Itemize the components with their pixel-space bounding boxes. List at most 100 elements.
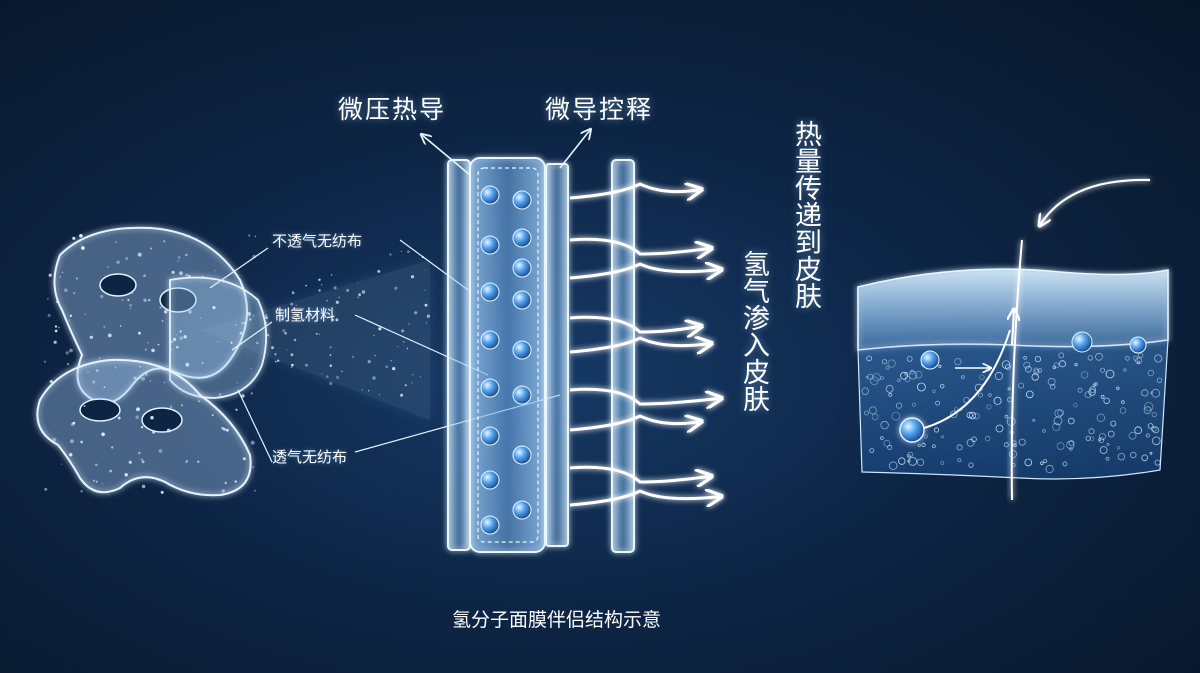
mask-sparkle xyxy=(114,367,117,369)
skin-micro-bubble xyxy=(1145,433,1150,438)
skin-micro-bubble xyxy=(968,411,977,420)
spray-particle xyxy=(397,346,399,348)
skin-micro-bubble xyxy=(911,402,917,407)
spray-particle xyxy=(284,332,288,335)
hydrogen-bubble xyxy=(480,330,500,350)
flow-arrow xyxy=(569,237,710,254)
spray-particle xyxy=(290,302,294,306)
mask-sparkle xyxy=(248,234,251,237)
spray-particle xyxy=(378,327,382,331)
mask-sparkle xyxy=(48,273,52,277)
mask-sparkle xyxy=(55,300,59,304)
skin-micro-bubble xyxy=(891,411,901,421)
skin-micro-bubble xyxy=(940,461,945,465)
skin-micro-bubble xyxy=(1154,459,1161,466)
spray-particle xyxy=(320,373,323,375)
mask-sparkle xyxy=(128,460,132,464)
skin-micro-bubble xyxy=(1031,373,1039,381)
label-micro-controlled-release: 微导控释 xyxy=(545,95,654,124)
skin-micro-bubble xyxy=(1099,446,1108,454)
mask-sparkle xyxy=(221,489,225,493)
mask-sparkle xyxy=(70,439,74,444)
spray-particle xyxy=(351,355,355,359)
hydrogen-bubble xyxy=(512,340,532,360)
skin-micro-bubble xyxy=(1095,352,1103,361)
mask-sparkle xyxy=(127,298,130,301)
mask-sparkle xyxy=(109,469,113,473)
skin-micro-bubble xyxy=(1123,368,1127,372)
spray-particle xyxy=(305,284,307,287)
spray-particle xyxy=(329,354,332,356)
mask-sparkle xyxy=(95,369,99,373)
flow-arrow xyxy=(569,338,710,352)
hydrogen-bubble xyxy=(480,470,500,490)
upward-light-beam xyxy=(1010,239,1023,501)
skin-large-bubble xyxy=(899,417,925,443)
spray-particle xyxy=(341,370,343,373)
skin-micro-bubble xyxy=(1045,464,1054,474)
mask-sparkle xyxy=(147,342,149,344)
spray-particle xyxy=(318,289,321,292)
mask-sparkle xyxy=(66,362,70,366)
mask-sparkle xyxy=(176,346,179,349)
skin-micro-bubble xyxy=(1141,389,1149,397)
mask-sparkle xyxy=(57,326,60,329)
spray-particle xyxy=(411,382,413,384)
skin-micro-bubble xyxy=(932,444,936,449)
spray-particle xyxy=(394,286,398,290)
skin-micro-bubble xyxy=(1092,383,1096,387)
mask-sparkle xyxy=(117,416,121,420)
mask-sparkle xyxy=(65,351,69,355)
mask-sparkle xyxy=(242,457,246,461)
mask-sparkle xyxy=(188,234,190,237)
skin-micro-bubble xyxy=(869,448,875,454)
skin-micro-bubble xyxy=(1156,377,1163,383)
skin-micro-bubble xyxy=(1053,362,1060,369)
mask-sparkle xyxy=(252,466,255,469)
mask-sparkle xyxy=(101,432,105,437)
mask-sparkle xyxy=(178,256,181,259)
mask-sparkle xyxy=(107,494,109,496)
mask-sparkle xyxy=(250,368,252,370)
skin-micro-bubble xyxy=(940,384,945,389)
mask-sparkle xyxy=(119,325,122,327)
spray-particle xyxy=(282,329,286,333)
skin-micro-bubble xyxy=(1105,456,1110,461)
skin-micro-bubble xyxy=(1134,426,1142,435)
mask-sparkle xyxy=(103,325,106,328)
skin-micro-bubble xyxy=(871,413,879,421)
spray-particle xyxy=(291,363,294,367)
skin-micro-bubble xyxy=(1005,364,1011,370)
mask-sparkle xyxy=(150,416,154,420)
skin-micro-bubble xyxy=(968,462,974,468)
skin-micro-bubble xyxy=(1100,394,1105,399)
skin-micro-bubble xyxy=(994,371,1004,381)
mask-sparkle xyxy=(169,405,173,409)
mask-sparkle xyxy=(161,320,164,322)
skin-micro-bubble xyxy=(1023,361,1031,369)
mask-sparkle xyxy=(149,380,152,382)
skin-micro-bubble xyxy=(1034,355,1042,363)
spray-particle xyxy=(400,393,404,397)
mask-sparkle xyxy=(80,244,83,246)
flow-arrow xyxy=(569,264,720,278)
mask-sparkle xyxy=(170,349,172,351)
skin-micro-bubble xyxy=(1117,453,1126,461)
skin-micro-bubble xyxy=(971,436,977,443)
mask-sparkle xyxy=(47,298,49,300)
skin-block xyxy=(857,178,1169,501)
mask-sparkle xyxy=(68,319,70,321)
skin-micro-bubble xyxy=(1106,442,1110,446)
skin-micro-bubble xyxy=(865,375,869,379)
skin-micro-bubble xyxy=(1001,360,1011,369)
spray-particle xyxy=(275,360,277,363)
skin-contact-panel xyxy=(611,159,635,553)
mask-sparkle xyxy=(224,481,227,485)
mask-sparkle xyxy=(185,253,188,257)
skin-micro-bubble xyxy=(1052,365,1057,370)
spray-particle xyxy=(333,286,337,290)
skin-micro-bubble xyxy=(887,444,893,450)
breathable-panel xyxy=(545,163,569,547)
skin-micro-bubble xyxy=(1130,451,1137,459)
